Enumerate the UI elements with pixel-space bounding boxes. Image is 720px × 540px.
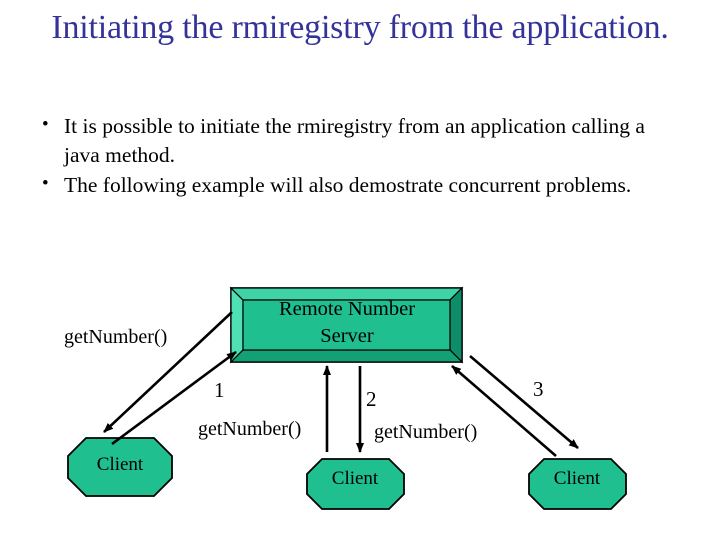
client-octagon-right xyxy=(528,458,627,510)
server-bevel-bottom xyxy=(229,349,464,363)
arrow-client-left-to-server xyxy=(111,350,237,446)
arrow-client-right-to-server xyxy=(451,365,557,457)
bullet-list: • It is possible to initiate the rmiregi… xyxy=(28,112,668,202)
list-item-text: The following example will also demostra… xyxy=(64,173,632,198)
sequence-number-2: 2 xyxy=(366,387,377,411)
arrow-server-to-client-left xyxy=(103,311,233,433)
server-bevel-right xyxy=(449,286,463,364)
sequence-number-3: 3 xyxy=(533,377,544,401)
server-box xyxy=(229,286,464,364)
server-bevel-left xyxy=(230,286,244,364)
list-item: • The following example will also demost… xyxy=(28,171,668,200)
client-octagon-left xyxy=(67,437,173,497)
bullet-marker-icon: • xyxy=(42,173,49,195)
call-label-left: getNumber() xyxy=(64,326,168,348)
client-octagon-middle xyxy=(306,458,405,510)
bullet-marker-icon: • xyxy=(42,114,49,135)
page-title: Initiating the rmiregistry from the appl… xyxy=(51,9,669,46)
call-label-right: getNumber() xyxy=(374,421,478,443)
sequence-number-1: 1 xyxy=(214,378,225,402)
list-item-text: It is possible to initiate the rmiregist… xyxy=(64,114,645,167)
call-label-middle: getNumber() xyxy=(198,418,302,440)
server-bevel-top xyxy=(229,287,464,301)
arrow-server-to-client-right xyxy=(469,355,579,449)
list-item: • It is possible to initiate the rmiregi… xyxy=(28,112,668,169)
server-box-face xyxy=(242,299,451,351)
